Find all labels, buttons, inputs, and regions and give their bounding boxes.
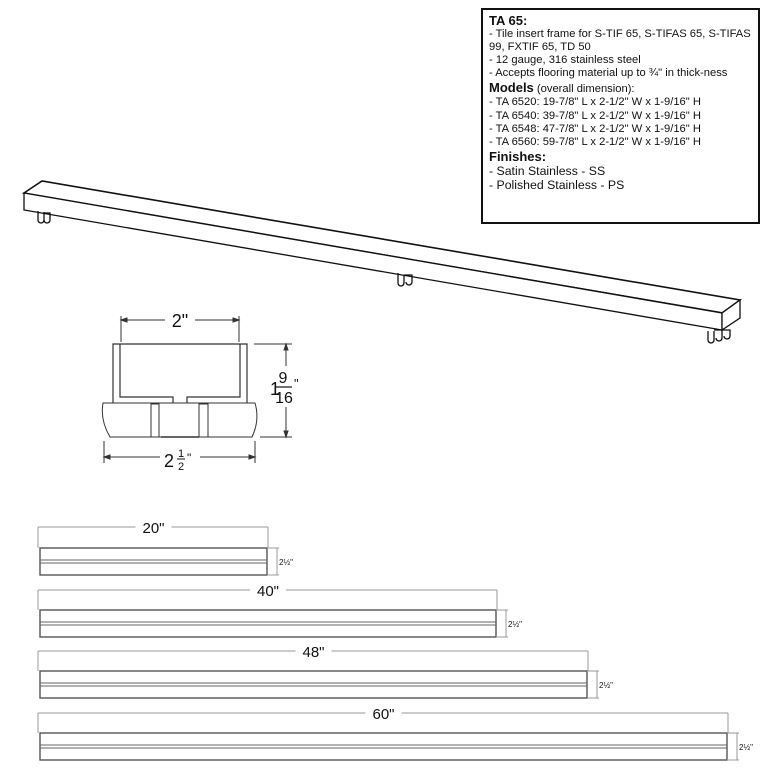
height-numerator: 9	[279, 370, 288, 387]
length-label: 48"	[302, 644, 324, 661]
width-label: 2½"	[739, 743, 753, 752]
outer-width-denominator: 2	[178, 461, 184, 473]
label-background	[365, 705, 402, 719]
models-subheading: (overall dimension):	[536, 83, 635, 96]
feature-1: - Tile insert frame for S-TIF 65, S-TIFA…	[489, 28, 751, 54]
spec-title: TA 65:	[489, 13, 528, 28]
width-label: 2½"	[599, 681, 613, 690]
outer-width-whole: 2	[164, 451, 174, 471]
finish-polished: - Polished Stainless - PS	[489, 177, 625, 192]
length-label: 20"	[142, 520, 164, 537]
width-label: 2½"	[508, 620, 522, 629]
height-unit: "	[294, 376, 299, 391]
perspective-frame	[21, 180, 743, 344]
side-view-3: 60" 2½"	[37, 705, 753, 761]
foot	[37, 211, 51, 224]
spec-box: TA 65: - Tile insert frame for S-TIF 65,…	[481, 8, 760, 224]
label-background	[295, 643, 332, 657]
side-view-1: 40" 2½"	[37, 582, 522, 638]
frame-outline	[39, 547, 268, 576]
finish-satin: - Satin Stainless - SS	[489, 163, 606, 178]
height-whole: 1	[270, 379, 280, 399]
frame-outline	[39, 609, 497, 638]
finishes-heading: Finishes:	[489, 148, 547, 164]
model-6560: - TA 6560: 59-7/8" L x 2-1/2" W x 1-9/16…	[489, 135, 701, 148]
foot	[707, 329, 731, 344]
frame-outline	[39, 732, 728, 761]
outer-width-unit: "	[187, 451, 191, 465]
side-view-0: 20" 2½"	[37, 519, 293, 576]
model-6520: - TA 6520: 19-7/8" L x 2-1/2" W x 1-9/16…	[489, 96, 701, 109]
outer-width-numerator: 1	[178, 448, 184, 460]
models-heading: Models	[489, 80, 534, 96]
side-view-2: 48" 2½"	[37, 643, 613, 699]
label-background	[135, 519, 172, 533]
cross-section	[101, 316, 292, 463]
model-6548: - TA 6548: 47-7/8" L x 2-1/2" W x 1-9/16…	[489, 122, 701, 135]
label-background	[250, 582, 286, 596]
feature-3: - Accepts flooring material up to ¾" in …	[489, 67, 728, 80]
length-label: 60"	[372, 706, 394, 723]
height-denominator: 16	[275, 390, 293, 407]
width-label: 2½"	[279, 558, 293, 567]
frame-outline	[39, 670, 588, 699]
feature-2: - 12 gauge, 316 stainless steel	[489, 54, 641, 67]
inner-width-label: 2"	[172, 311, 188, 331]
length-label: 40"	[257, 583, 279, 600]
model-6540: - TA 6540: 39-7/8" L x 2-1/2" W x 1-9/16…	[489, 109, 701, 122]
foot	[397, 273, 413, 287]
